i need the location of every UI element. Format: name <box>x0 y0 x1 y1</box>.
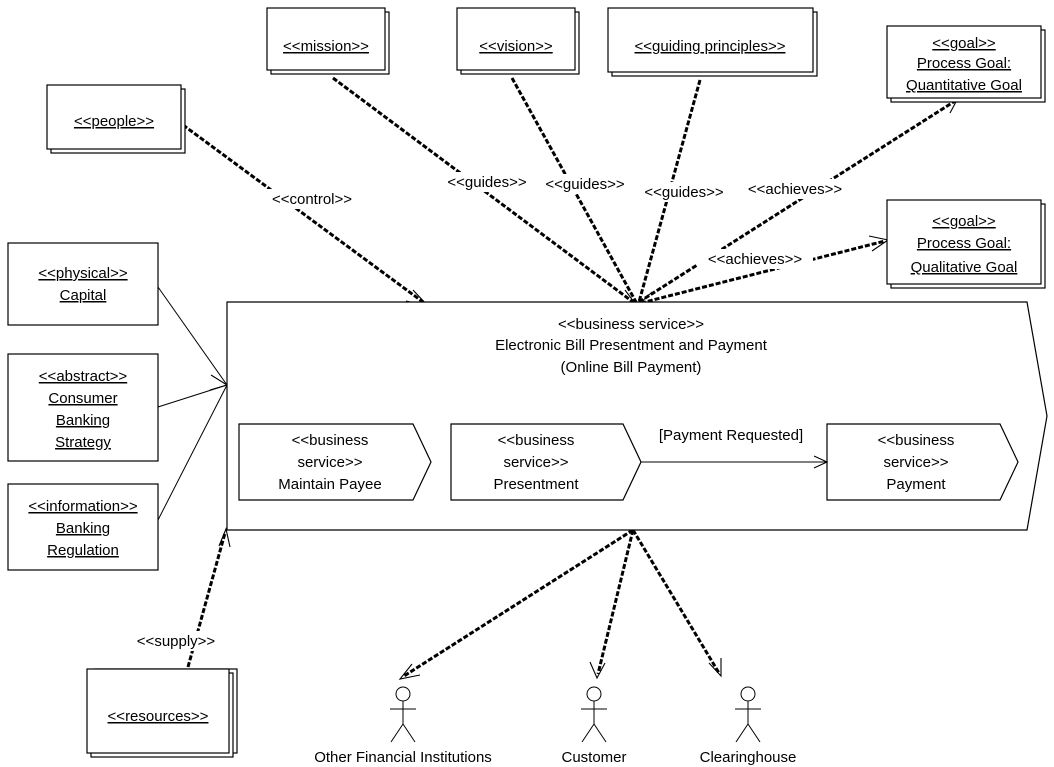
box-vision-line-0: <<vision>> <box>479 38 553 55</box>
label-control: <<control>> <box>272 191 352 208</box>
stick-figure-icon <box>581 686 607 743</box>
maintain-line-0: <<business <box>292 432 369 449</box>
payment-line-1: service>> <box>883 454 948 471</box>
box-goal-quant-line-0: <<goal>> <box>932 35 996 52</box>
box-goal-qual-line-0: <<goal>> <box>932 213 996 230</box>
arrowhead-customer <box>589 661 606 680</box>
label-supply: <<supply>> <box>137 633 216 650</box>
payment-line-2: Payment <box>886 476 946 493</box>
box-information-line-1: Banking <box>56 520 110 537</box>
arrowhead-clearinghouse <box>708 658 722 678</box>
actor-ofi-label: Other Financial Institutions <box>314 749 492 766</box>
box-goal-qualitative[interactable]: <<goal>> Process Goal: Qualitative Goal <box>886 199 1046 289</box>
box-people[interactable]: <<people>> <box>46 84 186 154</box>
presentment-line-2: Presentment <box>493 476 579 493</box>
arrow-to-ofi <box>403 528 634 678</box>
association-lines <box>157 286 229 521</box>
line-information <box>157 384 228 521</box>
box-physical[interactable]: <<physical>> Capital <box>7 242 159 326</box>
stick-figure-icon <box>390 686 416 743</box>
main-service-line-0: <<business service>> <box>558 316 704 333</box>
actor-clearinghouse[interactable]: Clearinghouse <box>700 686 797 766</box>
flow-presentment-to-payment: [Payment Requested] <box>641 427 829 469</box>
payment-line-0: <<business <box>878 432 955 449</box>
sub-service-presentment[interactable]: <<business service>> Presentment <box>450 423 642 501</box>
box-information-line-2: Regulation <box>47 542 119 559</box>
actor-customer[interactable]: Customer <box>561 686 627 766</box>
arrowhead-ofi <box>398 663 421 680</box>
box-physical-line-0: <<physical>> <box>38 265 127 282</box>
box-abstract[interactable]: <<abstract>> Consumer Banking Strategy <box>7 353 159 462</box>
arrow-people-control <box>182 123 424 304</box>
flow-label: [Payment Requested] <box>659 427 803 444</box>
stick-figure-icon <box>735 686 761 743</box>
arrow-to-clearinghouse <box>631 529 721 674</box>
actor-other-financial-institutions[interactable]: Other Financial Institutions <box>314 686 492 766</box>
box-abstract-line-3: Strategy <box>55 434 111 451</box>
box-people-line-0: <<people>> <box>74 113 154 130</box>
label-guides-principles: <<guides>> <box>644 184 723 201</box>
arrowhead-resources <box>209 374 229 391</box>
actor-clearinghouse-label: Clearinghouse <box>700 749 797 766</box>
presentment-line-1: service>> <box>503 454 568 471</box>
box-goal-quant-line-2: Quantitative Goal <box>906 77 1022 94</box>
box-guiding-principles[interactable]: <<guiding principles>> <box>607 7 818 77</box>
maintain-line-2: Maintain Payee <box>278 476 381 493</box>
box-goal-quant-line-1: Process Goal: <box>917 55 1011 72</box>
label-guides-mission: <<guides>> <box>447 174 526 191</box>
box-goal-quantitative[interactable]: <<goal>> Process Goal: Quantitative Goal <box>886 25 1046 103</box>
box-abstract-line-2: Banking <box>56 412 110 429</box>
dependency-arrows <box>182 76 958 680</box>
label-guides-vision: <<guides>> <box>545 176 624 193</box>
box-goal-qual-line-2: Qualitative Goal <box>911 259 1018 276</box>
label-achieves-quant: <<achieves>> <box>748 181 842 198</box>
box-goal-qual-line-1: Process Goal: <box>917 235 1011 252</box>
box-mission-line-0: <<mission>> <box>283 38 369 55</box>
arrow-mission-guides <box>332 76 634 304</box>
box-mission[interactable]: <<mission>> <box>266 7 390 75</box>
line-physical <box>157 286 228 386</box>
maintain-line-1: service>> <box>297 454 362 471</box>
sub-service-payment[interactable]: <<business service>> Payment <box>826 423 1019 501</box>
arrowhead-supply <box>218 527 231 548</box>
box-resources-line-0: <<resources>> <box>108 708 209 725</box>
box-information-line-0: <<information>> <box>28 498 137 515</box>
box-guiding-line-0: <<guiding principles>> <box>635 38 786 55</box>
box-abstract-line-0: <<abstract>> <box>39 368 128 385</box>
label-achieves-qual: <<achieves>> <box>708 251 802 268</box>
relation-labels: <<control>> <<guides>> <<guides>> <<guid… <box>126 172 853 651</box>
sub-service-maintain-payee[interactable]: <<business service>> Maintain Payee <box>238 423 432 501</box>
box-physical-line-1: Capital <box>60 287 107 304</box>
main-service-line-2: (Online Bill Payment) <box>561 359 702 376</box>
box-abstract-line-1: Consumer <box>48 390 117 407</box>
box-vision[interactable]: <<vision>> <box>456 7 580 75</box>
arrow-achieves-quant <box>638 99 956 304</box>
arrow-to-customer <box>596 529 635 675</box>
actor-customer-label: Customer <box>561 749 626 766</box>
box-resources[interactable]: <<resources>> <box>86 668 238 758</box>
box-information[interactable]: <<information>> Banking Regulation <box>7 483 159 571</box>
presentment-line-0: <<business <box>498 432 575 449</box>
main-service-line-1: Electronic Bill Presentment and Payment <box>495 337 768 354</box>
